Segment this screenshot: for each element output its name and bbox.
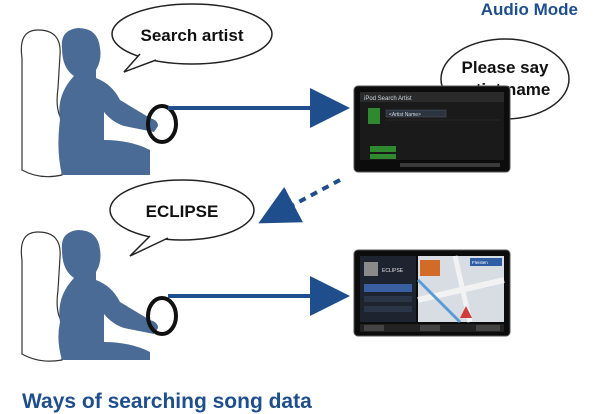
head-unit-top: iPod Search Artist <Artist Name>	[353, 85, 511, 173]
caption: Ways of searching song data	[22, 390, 312, 413]
bubble-search-artist-text: Search artist	[141, 26, 244, 45]
bubble-search-artist: Search artist	[111, 3, 273, 73]
screen-bottom-nav: Fleisten	[472, 260, 488, 265]
driver-silhouette-bottom	[58, 230, 158, 360]
bubble-prompt-line1: Please say	[462, 58, 550, 77]
driver-top	[20, 28, 178, 178]
screen-top-field: <Artist Name>	[389, 112, 421, 118]
steering-wheel-top	[146, 104, 178, 144]
driver-silhouette-top	[58, 28, 158, 175]
dotted-arrow-response	[258, 178, 341, 224]
steering-wheel-bottom	[146, 296, 178, 336]
screen-bottom-brand: ECLIPSE	[382, 268, 404, 274]
head-unit-bottom: ECLIPSE Fleisten	[353, 249, 511, 337]
screen-top-title: iPod Search Artist	[364, 96, 412, 102]
mode-label: Audio Mode	[480, 0, 578, 19]
seat-top	[20, 29, 63, 178]
bubble-eclipse-text: ECLIPSE	[146, 202, 219, 221]
seat-bottom	[20, 231, 63, 362]
bubble-eclipse: ECLIPSE	[109, 179, 255, 257]
driver-bottom	[20, 230, 178, 362]
